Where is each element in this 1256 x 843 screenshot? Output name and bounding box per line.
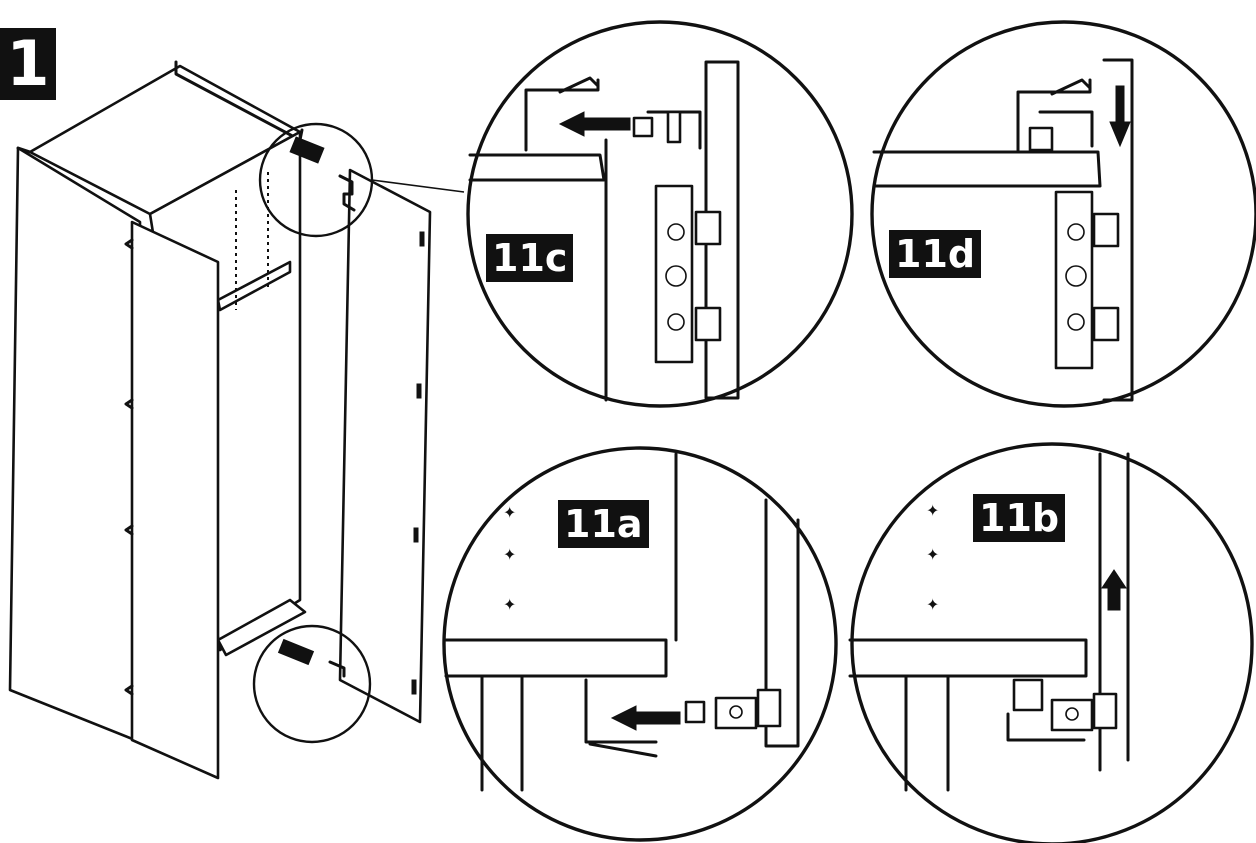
arrow-left-icon	[610, 705, 681, 731]
detail-label-11d: 11d	[889, 230, 982, 278]
detail-11a: ✦ ✦ ✦	[442, 446, 838, 842]
arrow-up-icon	[1101, 569, 1127, 611]
mounting-plate-icon	[1054, 190, 1120, 370]
svg-text:✦: ✦	[503, 597, 516, 614]
detail-label-11b: 11b	[973, 494, 1066, 542]
left-door	[8, 146, 142, 744]
detail-11b: ✦ ✦ ✦	[848, 442, 1254, 843]
center-door	[130, 220, 220, 780]
hinge-callout-bottom	[252, 624, 372, 744]
arrow-down-icon	[1109, 85, 1131, 148]
detail-label-11a: 11a	[558, 500, 649, 548]
hinge-detail-icon	[289, 136, 356, 212]
door-hinge-marks	[124, 231, 425, 696]
svg-text:✦: ✦	[503, 505, 516, 522]
arrow-left-icon	[558, 111, 631, 137]
svg-text:✦: ✦	[503, 547, 516, 564]
detail-label-11c: 11c	[486, 234, 574, 282]
svg-text:✦: ✦	[926, 597, 939, 614]
right-door	[338, 168, 432, 724]
mounting-plate-icon	[654, 184, 722, 364]
svg-text:✦: ✦	[926, 547, 939, 564]
step-number-badge: 1	[0, 28, 56, 100]
hinge-detail-icon	[277, 638, 346, 678]
detail-11d	[870, 20, 1256, 408]
svg-text:✦: ✦	[926, 503, 939, 520]
cabinet-bottom	[216, 598, 307, 657]
detail-11c	[466, 20, 854, 408]
